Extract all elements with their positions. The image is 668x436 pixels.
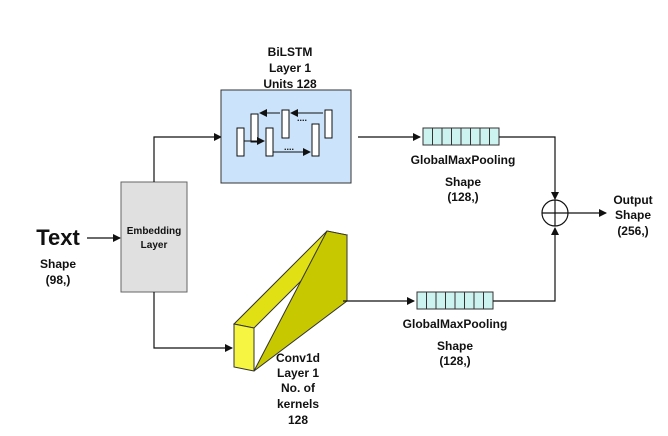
conv-front-face	[233, 323, 255, 372]
input-shape-label: Shape	[40, 257, 76, 271]
pool-bottom-shape-label: Shape	[437, 339, 473, 353]
bilstm-label-line3: Units 128	[263, 77, 317, 91]
bilstm-label-line2: Layer 1	[269, 61, 311, 75]
pool-top-shape-value: (128,)	[447, 190, 478, 204]
output-label-line3: (256,)	[617, 224, 648, 238]
arrow-pool-top-to-combine	[499, 136, 559, 200]
arrow-pool-bottom-to-combine	[493, 227, 559, 302]
arrow-embedding-to-bilstm	[153, 133, 222, 182]
lstm-cell	[236, 127, 245, 157]
pool-top-name: GlobalMaxPooling	[411, 153, 516, 167]
lstm-cell	[281, 109, 290, 139]
concatenate-symbol	[541, 199, 569, 227]
global-max-pooling-top	[422, 127, 500, 146]
conv1d-block	[232, 230, 349, 372]
lstm-ellipsis: ....	[297, 113, 307, 123]
input-title: Text	[36, 225, 80, 250]
arrow-embedding-to-conv	[153, 292, 233, 352]
embedding-layer-box	[120, 181, 188, 293]
pool-top-shape-label: Shape	[445, 175, 481, 189]
output-label-line1: Output	[613, 193, 652, 207]
output-label-line2: Shape	[615, 208, 651, 222]
lstm-cell	[311, 123, 320, 157]
conv-label-line3: No. of	[281, 381, 316, 395]
bilstm-label-line1: BiLSTM	[268, 45, 313, 59]
lstm-cell	[250, 113, 259, 143]
input-shape-value: (98,)	[46, 273, 71, 287]
conv-label-line1: Conv1d	[276, 351, 320, 365]
conv-label-line4: kernels	[277, 397, 319, 411]
pool-bottom-name: GlobalMaxPooling	[403, 317, 508, 331]
lstm-ellipsis: ....	[284, 142, 294, 152]
pool-bottom-shape-value: (128,)	[439, 354, 470, 368]
conv-label-line5: 128	[288, 413, 308, 427]
global-max-pooling-bottom	[416, 291, 494, 310]
lstm-cell	[324, 109, 333, 139]
embedding-label-line2: Layer	[141, 240, 168, 251]
embedding-label-line1: Embedding	[127, 226, 181, 237]
conv-label-line2: Layer 1	[277, 366, 319, 380]
lstm-cell	[265, 127, 274, 157]
